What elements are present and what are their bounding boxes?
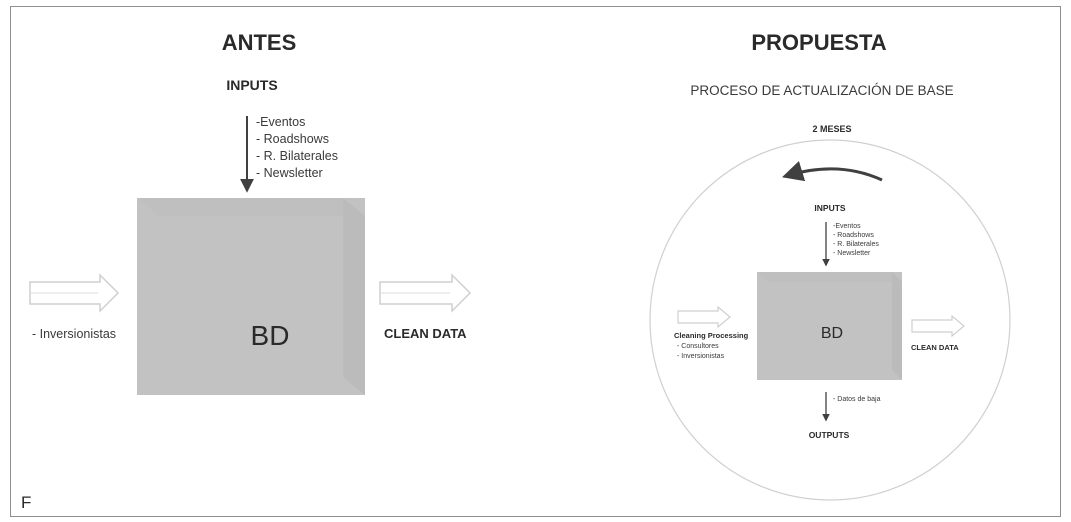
propuesta-right-hollow-arrow (911, 314, 965, 338)
antes-title: ANTES (222, 30, 297, 55)
antes-bd-label: BD (251, 320, 290, 351)
cycle-label: 2 MESES (812, 124, 851, 134)
antes-input-item: - Newsletter (256, 166, 323, 180)
propuesta-subtitle: PROCESO DE ACTUALIZACIÓN DE BASE (690, 83, 953, 98)
propuesta-input-item: -Eventos (833, 223, 861, 230)
antes-left-hollow-arrow (29, 273, 120, 313)
propuesta-left-label-item: - Inversionistas (677, 353, 725, 360)
propuesta-inputs-label: INPUTS (814, 203, 846, 213)
propuesta-section: PROPUESTA PROCESO DE ACTUALIZACIÓN DE BA… (649, 30, 1011, 501)
antes-input-item: -Eventos (256, 115, 305, 129)
propuesta-bd-box-front (757, 272, 902, 380)
propuesta-inputs-list: -Eventos - Roadshows - R. Bilaterales - … (833, 223, 879, 257)
antes-input-item: - R. Bilaterales (256, 149, 338, 163)
propuesta-input-item: - R. Bilaterales (833, 241, 879, 248)
propuesta-input-item: - Roadshows (833, 232, 874, 239)
propuesta-left-hollow-arrow (677, 305, 731, 329)
antes-bd-box: BD (137, 198, 365, 395)
propuesta-bd-box: BD (757, 272, 902, 380)
antes-inputs-label: INPUTS (226, 77, 277, 93)
propuesta-left-labels: Cleaning Processing - Consultores - Inve… (674, 331, 749, 360)
propuesta-left-label-title: Cleaning Processing (674, 331, 749, 340)
propuesta-title: PROPUESTA (751, 30, 886, 55)
diagram-frame (10, 6, 1061, 517)
propuesta-bd-label: BD (821, 325, 843, 342)
propuesta-left-label-item: - Consultores (677, 343, 719, 350)
antes-right-label: CLEAN DATA (384, 326, 467, 341)
antes-right-hollow-arrow (379, 273, 472, 313)
antes-bd-box-front (137, 198, 365, 395)
corner-label: F (21, 493, 31, 512)
cycle-arrow (781, 161, 883, 182)
propuesta-right-label: CLEAN DATA (911, 343, 959, 352)
propuesta-input-item: - Newsletter (833, 250, 871, 257)
propuesta-outputs-label: OUTPUTS (809, 430, 850, 440)
antes-input-item: - Roadshows (256, 132, 329, 146)
antes-inputs-list: -Eventos - Roadshows - R. Bilaterales - … (256, 115, 338, 180)
antes-section: ANTES INPUTS -Eventos - Roadshows - R. B… (29, 30, 472, 395)
antes-left-label: - Inversionistas (32, 327, 116, 341)
propuesta-bottom-note: - Datos de baja (833, 396, 881, 403)
process-cycle-circle (649, 139, 1011, 501)
